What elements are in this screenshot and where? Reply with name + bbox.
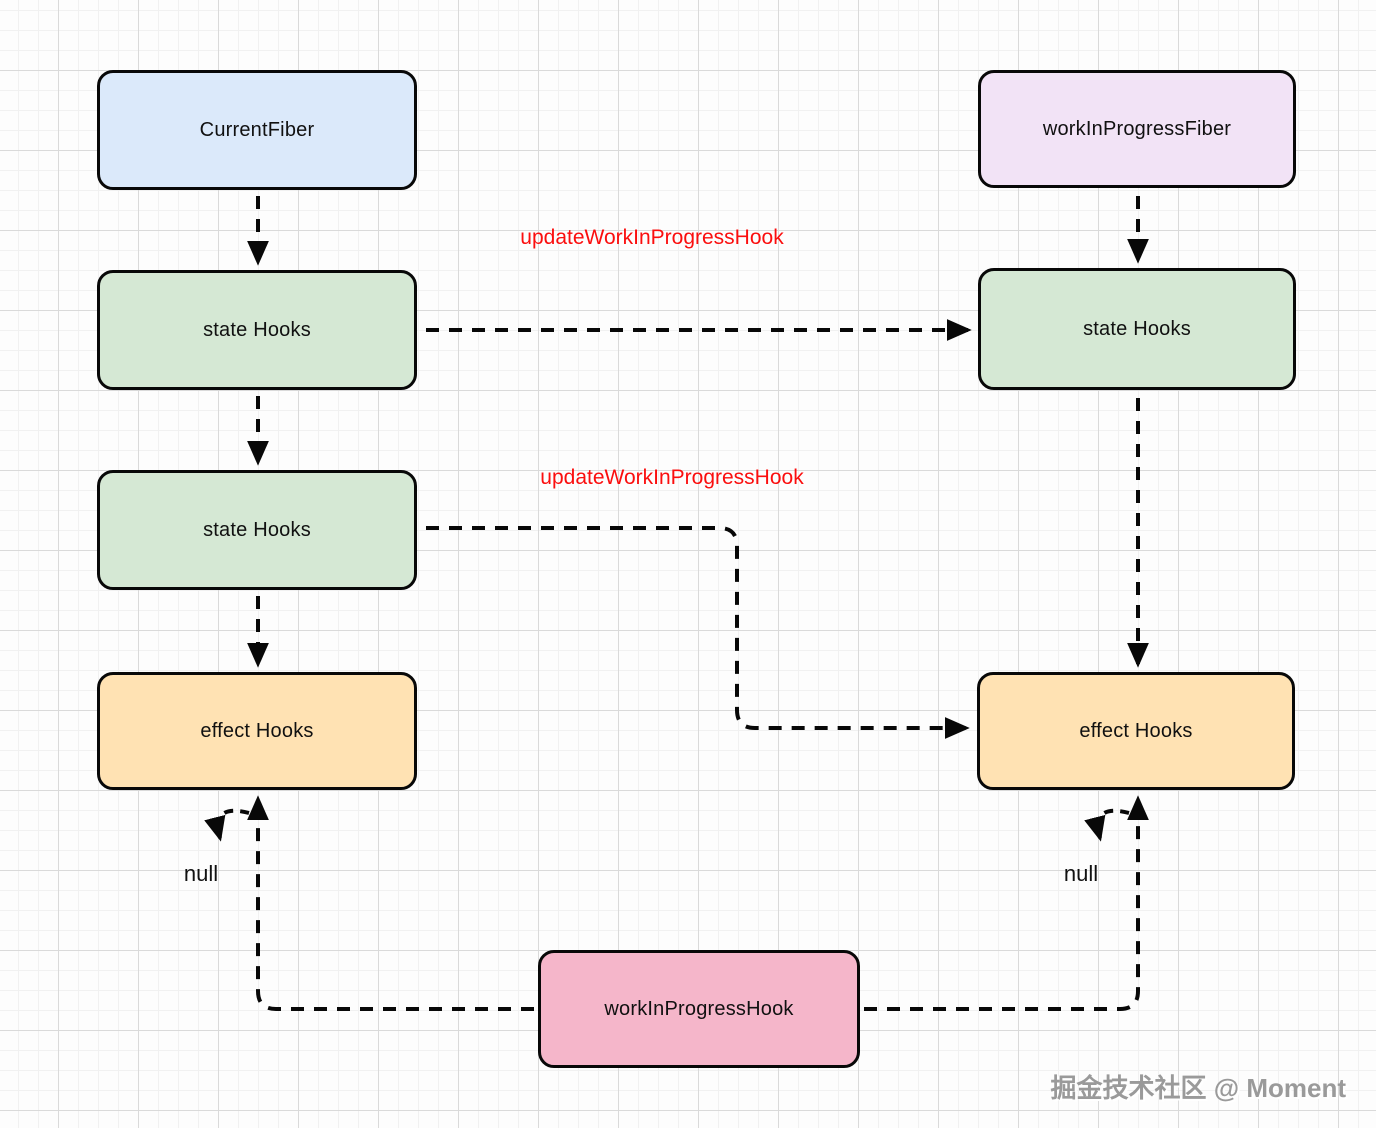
node-workinprogress-hook-label: workInProgressHook — [604, 997, 794, 1020]
node-state-hooks-left-1: state Hooks — [97, 270, 417, 390]
node-state-hooks-right-label: state Hooks — [1083, 317, 1191, 340]
node-current-fiber-label: CurrentFiber — [199, 118, 315, 141]
null-label-right: null — [1063, 861, 1099, 886]
node-current-fiber: CurrentFiber — [97, 70, 417, 190]
edge-wiphook-to-effecthooks-right — [864, 795, 1149, 1011]
node-workinprogress-fiber-label: workInProgressFiber — [1042, 117, 1232, 140]
watermark-juejin-moment: 掘金技术社区 @ Moment — [1050, 1073, 1346, 1103]
edge-label-update-work-in-progress-hook-top: updateWorkInProgressHook — [520, 226, 784, 249]
node-state-hooks-left-2-label: state Hooks — [203, 518, 311, 541]
node-effect-hooks-left-label: effect Hooks — [200, 719, 314, 742]
null-label-left: null — [183, 861, 219, 886]
node-effect-hooks-right-label: effect Hooks — [1079, 719, 1193, 742]
edge-effecthooks-right-to-null — [1084, 808, 1130, 842]
edge-effecthooks-left-to-null — [204, 808, 250, 842]
edge-statehooks2-to-effecthooks-right — [426, 526, 970, 739]
node-workinprogress-fiber: workInProgressFiber — [978, 70, 1296, 188]
node-state-hooks-right: state Hooks — [978, 268, 1296, 390]
node-effect-hooks-right: effect Hooks — [977, 672, 1295, 790]
node-effect-hooks-left: effect Hooks — [97, 672, 417, 790]
node-workinprogress-hook: workInProgressHook — [538, 950, 860, 1068]
edge-label-update-work-in-progress-hook-middle: updateWorkInProgressHook — [540, 466, 804, 489]
node-state-hooks-left-2: state Hooks — [97, 470, 417, 590]
node-state-hooks-left-1-label: state Hooks — [203, 318, 311, 341]
edge-wiphook-to-effecthooks-left — [247, 795, 534, 1011]
